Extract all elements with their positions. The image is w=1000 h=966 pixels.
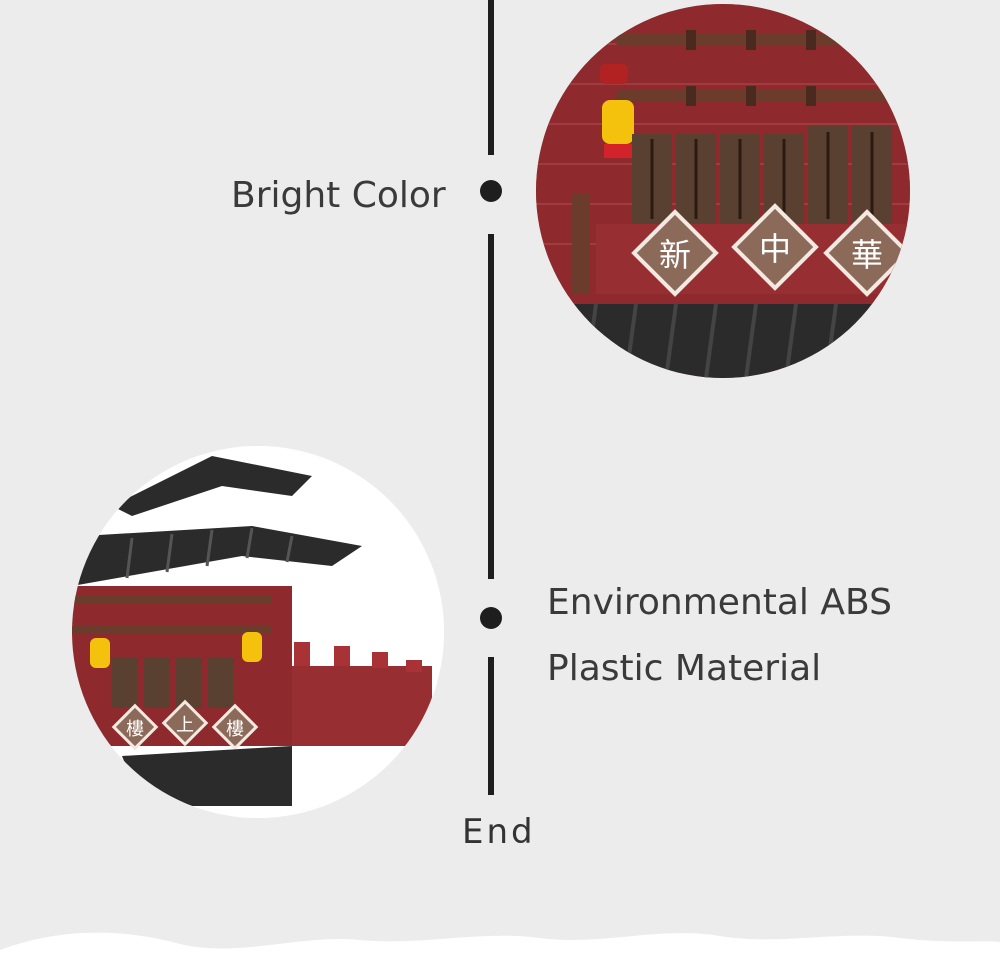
- sign-char-6: 樓: [226, 719, 244, 740]
- product-photo-facade: 新 中 華: [536, 4, 910, 378]
- sign-char-5: 上: [176, 715, 194, 736]
- facade-illustration: 新 中 華: [536, 4, 910, 378]
- end-label: End: [462, 812, 536, 852]
- product-photo-pagoda: 樓 上 樓: [72, 446, 444, 818]
- timeline-dot-material: [480, 607, 502, 629]
- sign-group-top: 新 中 華: [631, 203, 910, 297]
- feature-material-line1: Environmental ABS: [547, 582, 892, 623]
- feature-material-line2: Plastic Material: [547, 648, 822, 689]
- sign-char-4: 樓: [126, 719, 144, 740]
- timeline-dot-bright-color: [480, 180, 502, 202]
- sign-group-bottom: 樓 上 樓: [111, 699, 259, 751]
- feature-bright-color: Bright Color: [231, 175, 446, 216]
- sign-char-3: 華: [851, 236, 883, 274]
- sign-char-2: 中: [759, 230, 791, 268]
- bottom-wave-decoration: [0, 932, 1000, 966]
- sign-char-1: 新: [659, 236, 691, 274]
- timeline-segment-middle: [488, 234, 494, 579]
- timeline-segment-top: [488, 0, 494, 155]
- timeline-segment-bottom: [488, 657, 494, 795]
- pagoda-illustration: 樓 上 樓: [72, 446, 444, 818]
